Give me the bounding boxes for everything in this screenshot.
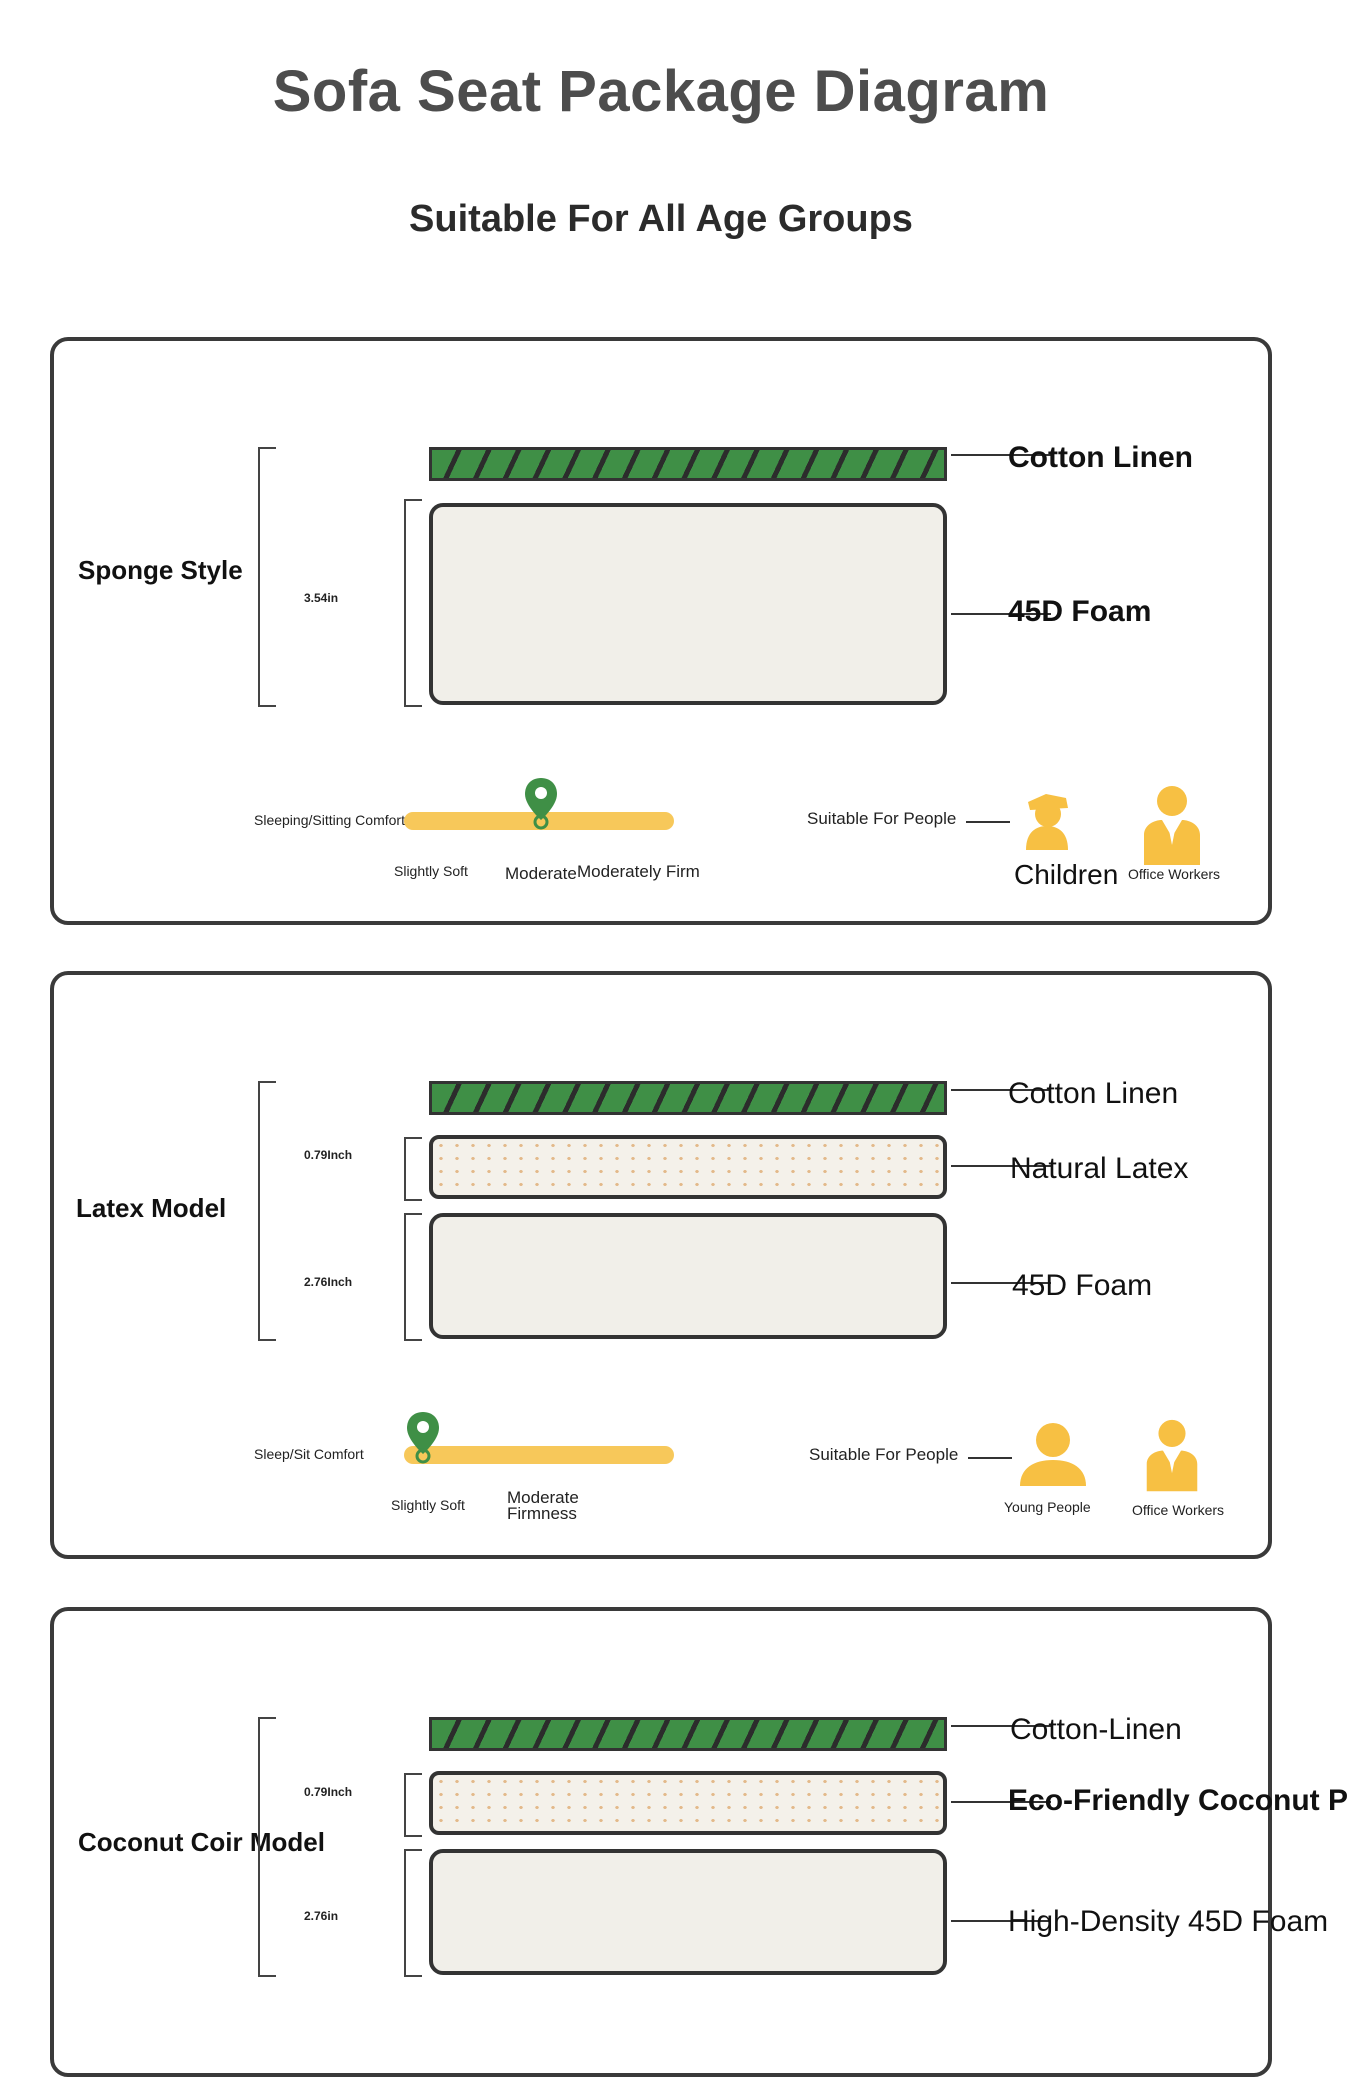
comfort-scale-moderate: Moderate [507,1488,579,1507]
person-label: Children [1014,859,1119,890]
layer-label: Cotton Linen [1008,1077,1179,1110]
leader-line [966,821,1010,823]
comfort-scale-firm: Moderately Firm [577,862,700,881]
model-name: Coconut Coir Model [78,1827,325,1857]
dimension-label: 3.54in [304,591,339,605]
young-person-icon [1020,1423,1086,1486]
office-worker-icon [1144,786,1200,865]
foam-height-bracket [404,1213,422,1341]
dimension-label: 0.79Inch [304,1148,353,1162]
office-worker-icon [1146,1419,1198,1492]
comfort-scale-soft: Slightly Soft [391,1497,465,1513]
page-subtitle: Suitable For All Age Groups [409,198,913,240]
total-height-bracket [258,1081,276,1341]
dimension-label: 0.79Inch [304,1785,353,1799]
latex-layer [429,1135,947,1199]
coconut-height-bracket [404,1773,422,1837]
person-label: Office Workers [1132,1502,1225,1518]
leader-line [951,1920,1051,1922]
person-label: Office Workers [1128,866,1221,882]
panel-latex-model: Latex Model 0.79Inch 2.76Inch Cotton Lin… [50,971,1272,1559]
comfort-scale-soft: Slightly Soft [394,863,468,879]
foam-height-bracket [404,1849,422,1977]
comfort-label: Sleeping/Sitting Comfort [254,812,405,828]
comfort-bar [404,1446,674,1464]
page-title: Sofa Seat Package Diagram [272,59,1050,124]
person-label: Young People [1004,1499,1091,1515]
map-pin-icon [525,778,557,830]
model-name: Latex Model [76,1193,227,1223]
coconut-coir-layer [429,1771,947,1835]
cotton-linen-layer [429,1081,947,1115]
model-name: Sponge Style [78,555,243,585]
layer-label: 45D Foam [1008,595,1152,628]
dimension-label: 2.76Inch [304,1275,353,1289]
comfort-label: Sleep/Sit Comfort [254,1446,364,1462]
foam-height-bracket [404,499,422,707]
people-label: Suitable For People [807,809,957,828]
cotton-linen-layer [429,1717,947,1751]
leader-line [968,1457,1012,1459]
layer-label: Cotton-Linen [1010,1713,1182,1746]
leader-line [951,1725,1051,1727]
leader-line [951,613,1051,615]
leader-line [951,1089,1051,1091]
foam-layer [429,1849,947,1975]
leader-line [951,454,1051,456]
panel-sponge-style: Sponge Style 3.54in Cotton Linen 45D Foa… [50,337,1272,925]
comfort-bar [404,812,674,830]
comfort-scale-firmness: Firmness [507,1504,577,1523]
leader-line [951,1165,1051,1167]
layer-label: Natural Latex [1010,1152,1189,1185]
layer-label: Eco-Friendly Coconut P [1008,1784,1348,1817]
dimension-label: 2.76in [304,1909,339,1923]
foam-layer [429,503,947,705]
leader-line [951,1282,1051,1284]
total-height-bracket [258,447,276,707]
child-icon [1026,794,1068,850]
layer-label: 45D Foam [1012,1269,1153,1302]
map-pin-icon [407,1412,439,1464]
cotton-linen-layer [429,447,947,481]
latex-height-bracket [404,1137,422,1201]
total-height-bracket [258,1717,276,1977]
leader-line [951,1801,1051,1803]
people-label: Suitable For People [809,1445,959,1464]
panel-coconut-coir-model: Coconut Coir Model 0.79Inch 2.76in Cotto… [50,1607,1348,2077]
foam-layer [429,1213,947,1339]
layer-label: High-Density 45D Foam [1008,1905,1329,1938]
layer-label: Cotton Linen [1008,441,1193,474]
comfort-scale-moderate: Moderate [505,864,577,883]
